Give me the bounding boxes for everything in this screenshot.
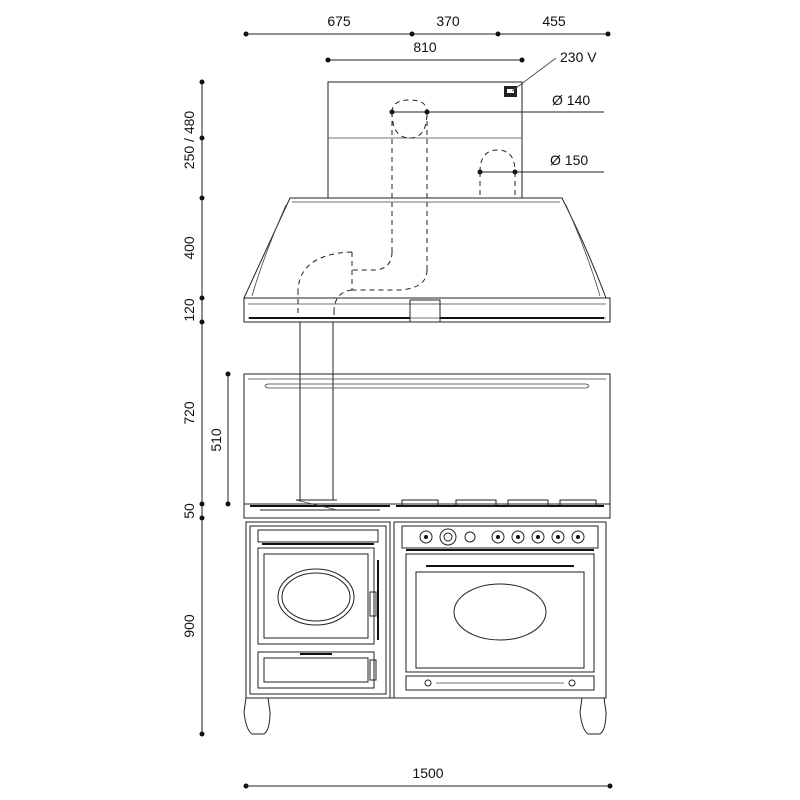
duct-140-callout: Ø 140: [389, 92, 604, 115]
dim-510: 510: [208, 428, 224, 452]
wood-oven-unit: [245, 521, 391, 699]
hidden-duct-lines: [297, 99, 516, 318]
cooktop: [243, 499, 611, 519]
dim-400: 400: [181, 236, 197, 260]
hood-width-dimension: 810: [325, 39, 525, 63]
exhaust-pipe: [296, 322, 337, 501]
voltage-label: 230 V: [560, 49, 597, 65]
left-oven-window: [277, 568, 355, 626]
dim-1500: 1500: [412, 765, 443, 781]
range-feet: [243, 697, 607, 735]
dim-50: 50: [181, 503, 197, 519]
right-oven-window: [453, 583, 547, 641]
gas-range-unit: [393, 521, 607, 699]
duct-150-callout: Ø 150: [477, 152, 604, 175]
chimney-cover: [327, 81, 523, 199]
dim-675: 675: [327, 13, 351, 29]
voltage-callout: 230 V: [511, 49, 597, 92]
duct-140-label: Ø 140: [552, 92, 590, 108]
dim-370: 370: [436, 13, 460, 29]
backsplash-inner-dimension: 510: [208, 371, 231, 507]
bottom-dimension: 1500: [243, 765, 613, 789]
duct-150-label: Ø 150: [550, 152, 588, 168]
range-hood: [243, 197, 611, 323]
top-dimension-chain: 675 370 455: [243, 13, 611, 37]
control-knobs: [419, 528, 585, 546]
electrical-socket-icon: [504, 86, 517, 97]
vertical-dimension-chain: 250 / 480 400 120 720 50 900: [181, 79, 205, 737]
dim-120: 120: [181, 298, 197, 322]
dim-250-480: 250 / 480: [181, 111, 197, 170]
dim-810: 810: [413, 39, 437, 55]
dim-455: 455: [542, 13, 566, 29]
dim-720: 720: [181, 401, 197, 425]
dim-900: 900: [181, 614, 197, 638]
backsplash-panel: [243, 373, 611, 505]
